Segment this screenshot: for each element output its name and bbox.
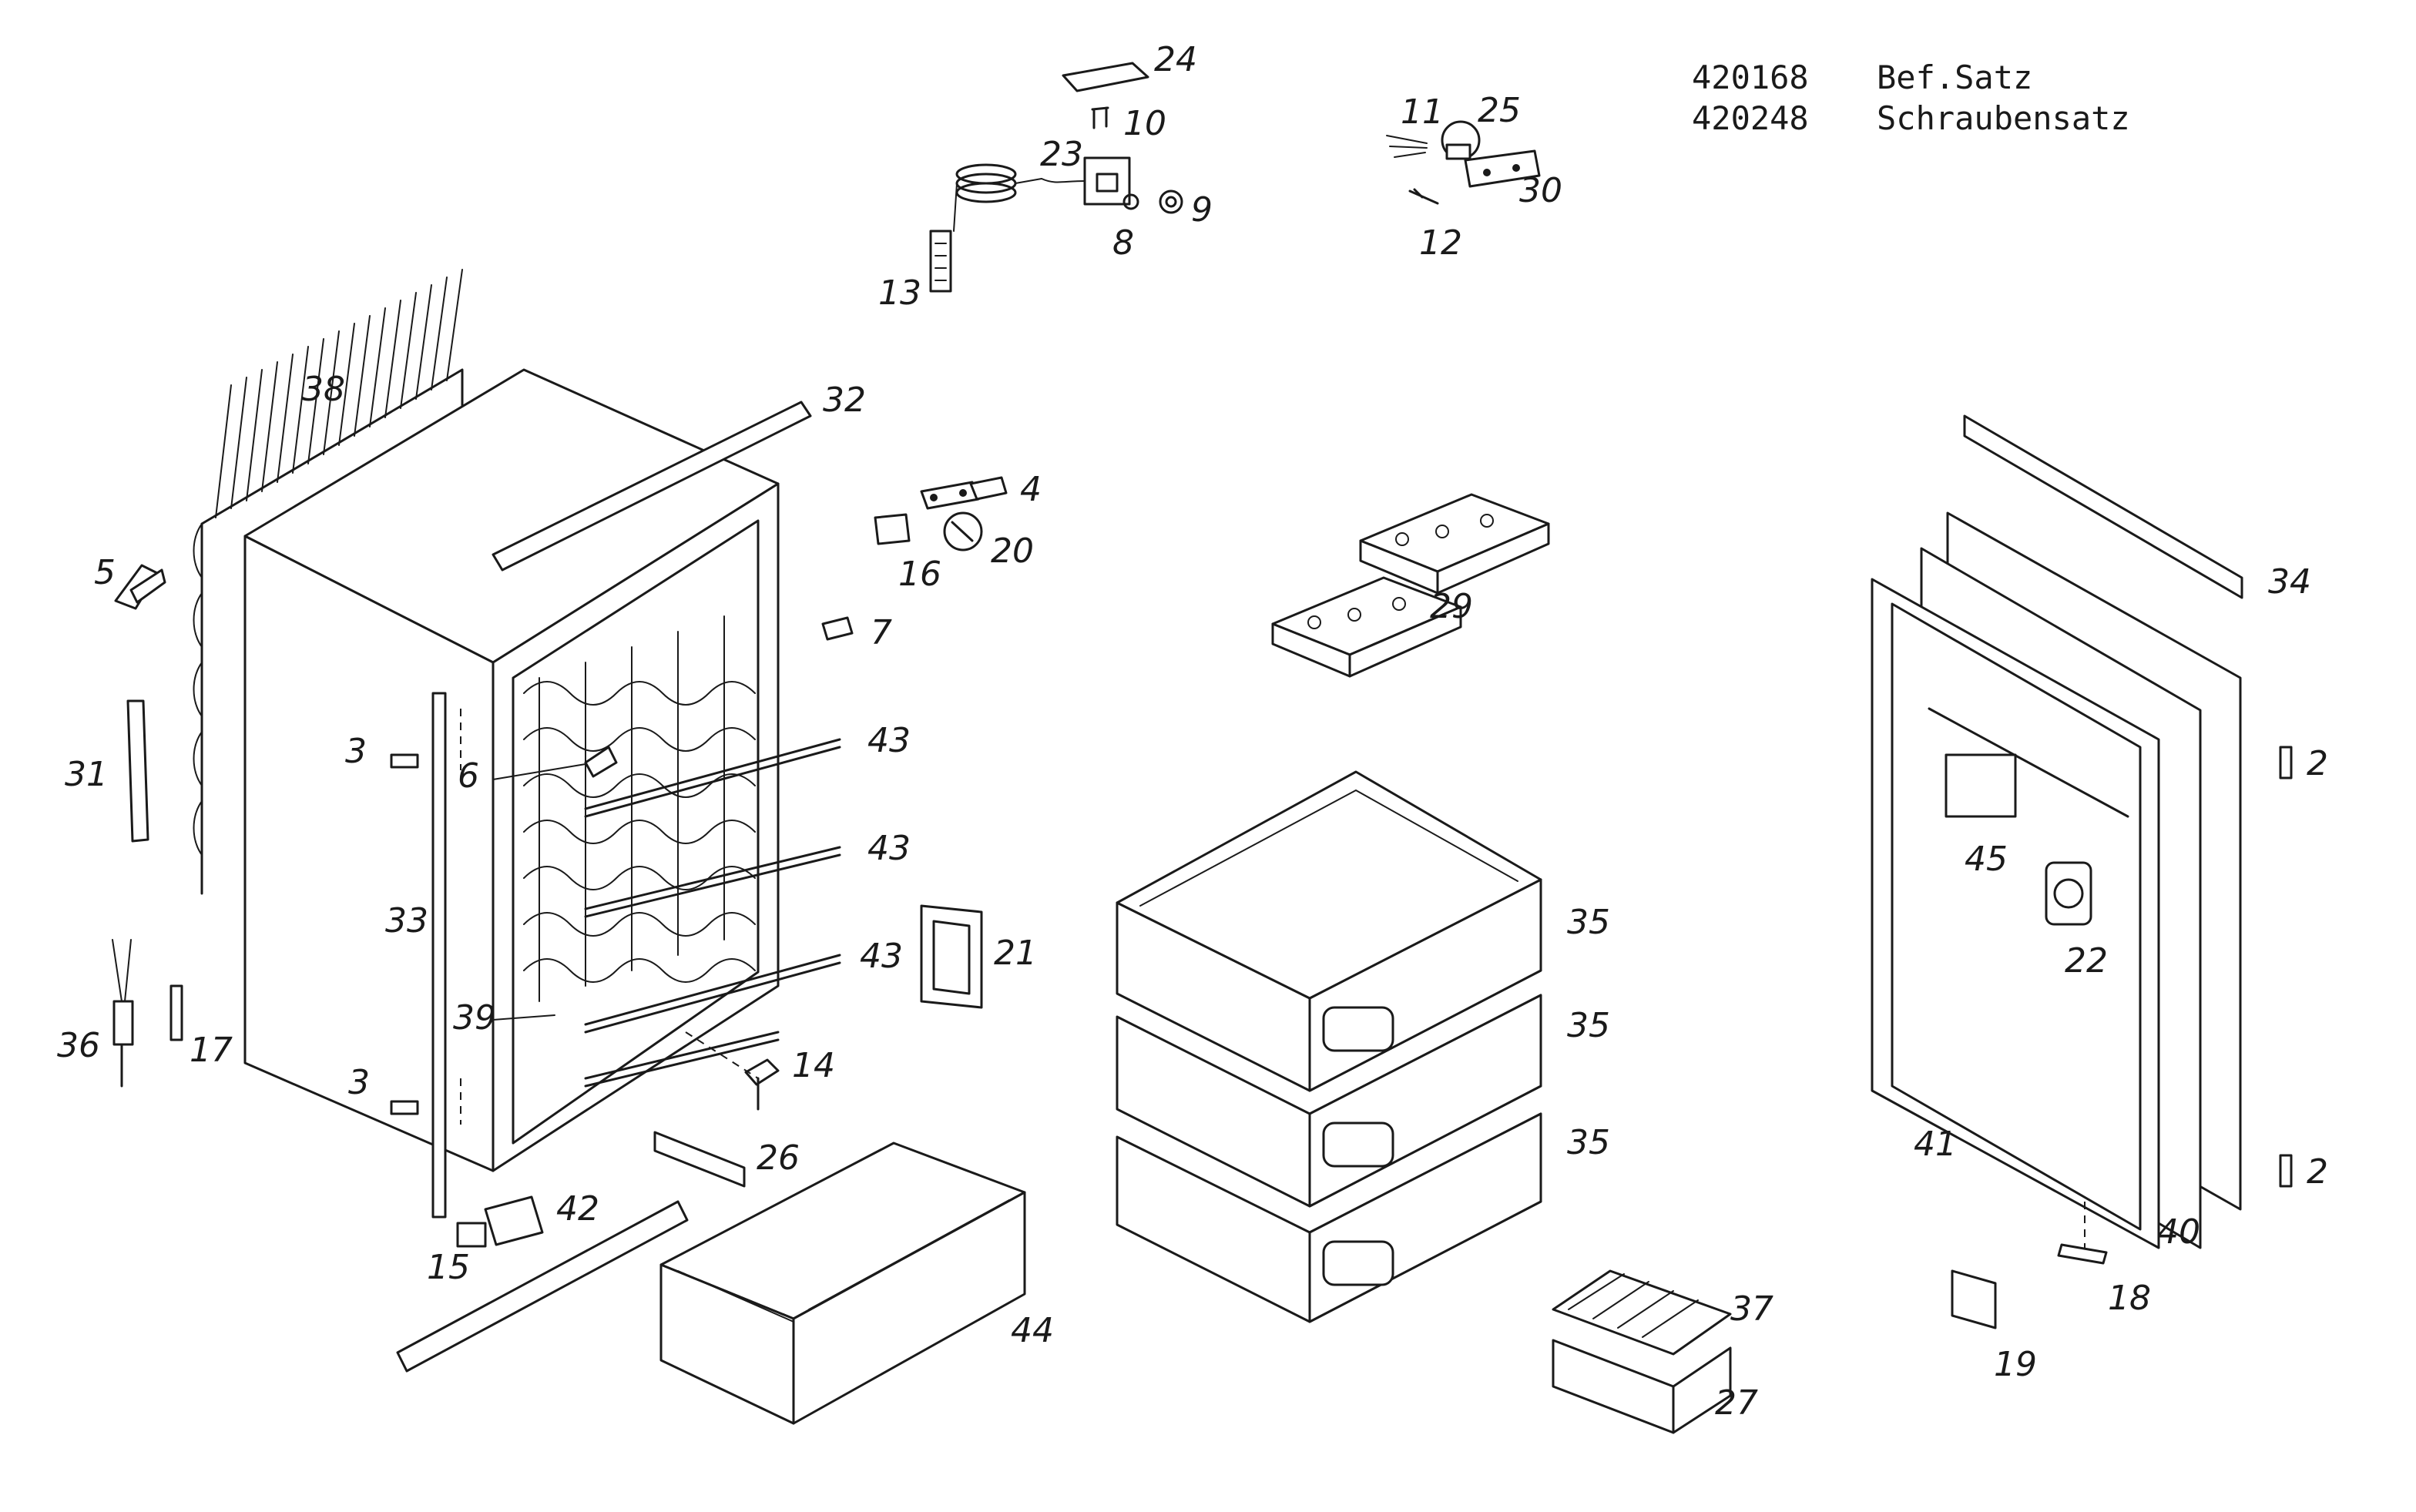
callout-33: 33 [385, 901, 428, 940]
crisper-drawer: 44 [659, 1142, 1054, 1425]
callout-43-lower: 43 [860, 937, 903, 976]
drawer-stack: 35 35 35 [1116, 770, 1610, 1323]
callout-19: 19 [1994, 1345, 2037, 1384]
callout-25: 25 [1478, 91, 1521, 130]
callout-38: 38 [302, 370, 345, 409]
callout-13: 13 [878, 273, 921, 313]
ref-text-1: Bef.Satz [1877, 59, 2032, 96]
callout-35-upper: 35 [1567, 903, 1610, 942]
callout-9: 9 [1191, 190, 1213, 230]
callout-29: 29 [1430, 587, 1473, 626]
callout-2-upper: 2 [2307, 744, 2328, 783]
ref-code-1: 420168 [1692, 59, 1809, 96]
callout-10: 10 [1123, 104, 1166, 143]
thermostat-group: 24 10 23 8 9 13 [878, 40, 1213, 313]
callout-45: 45 [1965, 840, 2008, 879]
callout-35-middle: 35 [1567, 1006, 1610, 1045]
callout-4: 4 [1020, 470, 1042, 509]
callout-31: 31 [65, 755, 108, 794]
callout-21: 21 [994, 934, 1037, 973]
lamp-group: 11 25 30 12 [1386, 91, 1562, 263]
cold-packs: 29 [1271, 493, 1550, 678]
callout-8: 8 [1112, 223, 1134, 263]
callout-14: 14 [792, 1046, 835, 1085]
centre-small-parts: 4 20 16 7 21 14 26 42 15 [396, 470, 1042, 1373]
callout-3-lower: 3 [348, 1063, 370, 1102]
callout-5: 5 [94, 553, 116, 592]
callout-43-upper: 43 [867, 721, 911, 760]
callout-7: 7 [871, 613, 892, 652]
callout-12: 12 [1419, 223, 1462, 263]
parts-reference-table: 420168 Bef.Satz 420248 Schraubensatz [1692, 59, 2130, 137]
callout-44: 44 [1011, 1311, 1054, 1350]
callout-15: 15 [427, 1248, 470, 1287]
callout-20: 20 [991, 531, 1034, 571]
callout-17: 17 [190, 1031, 233, 1070]
callout-37: 37 [1730, 1289, 1773, 1329]
callout-36: 36 [57, 1026, 100, 1065]
callout-18: 18 [2108, 1279, 2151, 1318]
callout-39: 39 [453, 998, 496, 1038]
callout-42: 42 [556, 1189, 599, 1229]
ref-text-2: Schraubensatz [1877, 99, 2130, 137]
callout-41: 41 [1914, 1125, 1957, 1164]
callout-11: 11 [1401, 92, 1444, 132]
callout-23: 23 [1040, 135, 1083, 174]
callout-43-middle: 43 [867, 829, 911, 868]
callout-26: 26 [757, 1138, 800, 1178]
evaporator-coils [523, 615, 756, 1002]
condenser-fins [215, 269, 463, 518]
callout-2-lower: 2 [2307, 1152, 2328, 1192]
callout-27: 27 [1715, 1383, 1758, 1423]
left-loose-parts: 5 31 36 17 [57, 553, 233, 1088]
callout-32: 32 [823, 381, 866, 420]
ref-code-2: 420248 [1692, 99, 1809, 137]
callout-40: 40 [2157, 1212, 2200, 1252]
callout-6: 6 [458, 756, 479, 796]
callout-30: 30 [1519, 171, 1562, 210]
callout-22: 22 [2065, 941, 2108, 981]
callout-24: 24 [1154, 40, 1197, 79]
callout-35-lower: 35 [1567, 1123, 1610, 1162]
callout-34: 34 [2268, 562, 2311, 602]
door-assembly: 34 2 2 45 22 41 40 18 19 [1871, 414, 2328, 1384]
ice-tray-set: 37 27 [1552, 1269, 1773, 1434]
callout-3-upper: 3 [345, 732, 367, 771]
cabinet-body: 38 32 3 6 43 43 43 33 39 3 [193, 269, 911, 1219]
callout-16: 16 [898, 555, 941, 594]
